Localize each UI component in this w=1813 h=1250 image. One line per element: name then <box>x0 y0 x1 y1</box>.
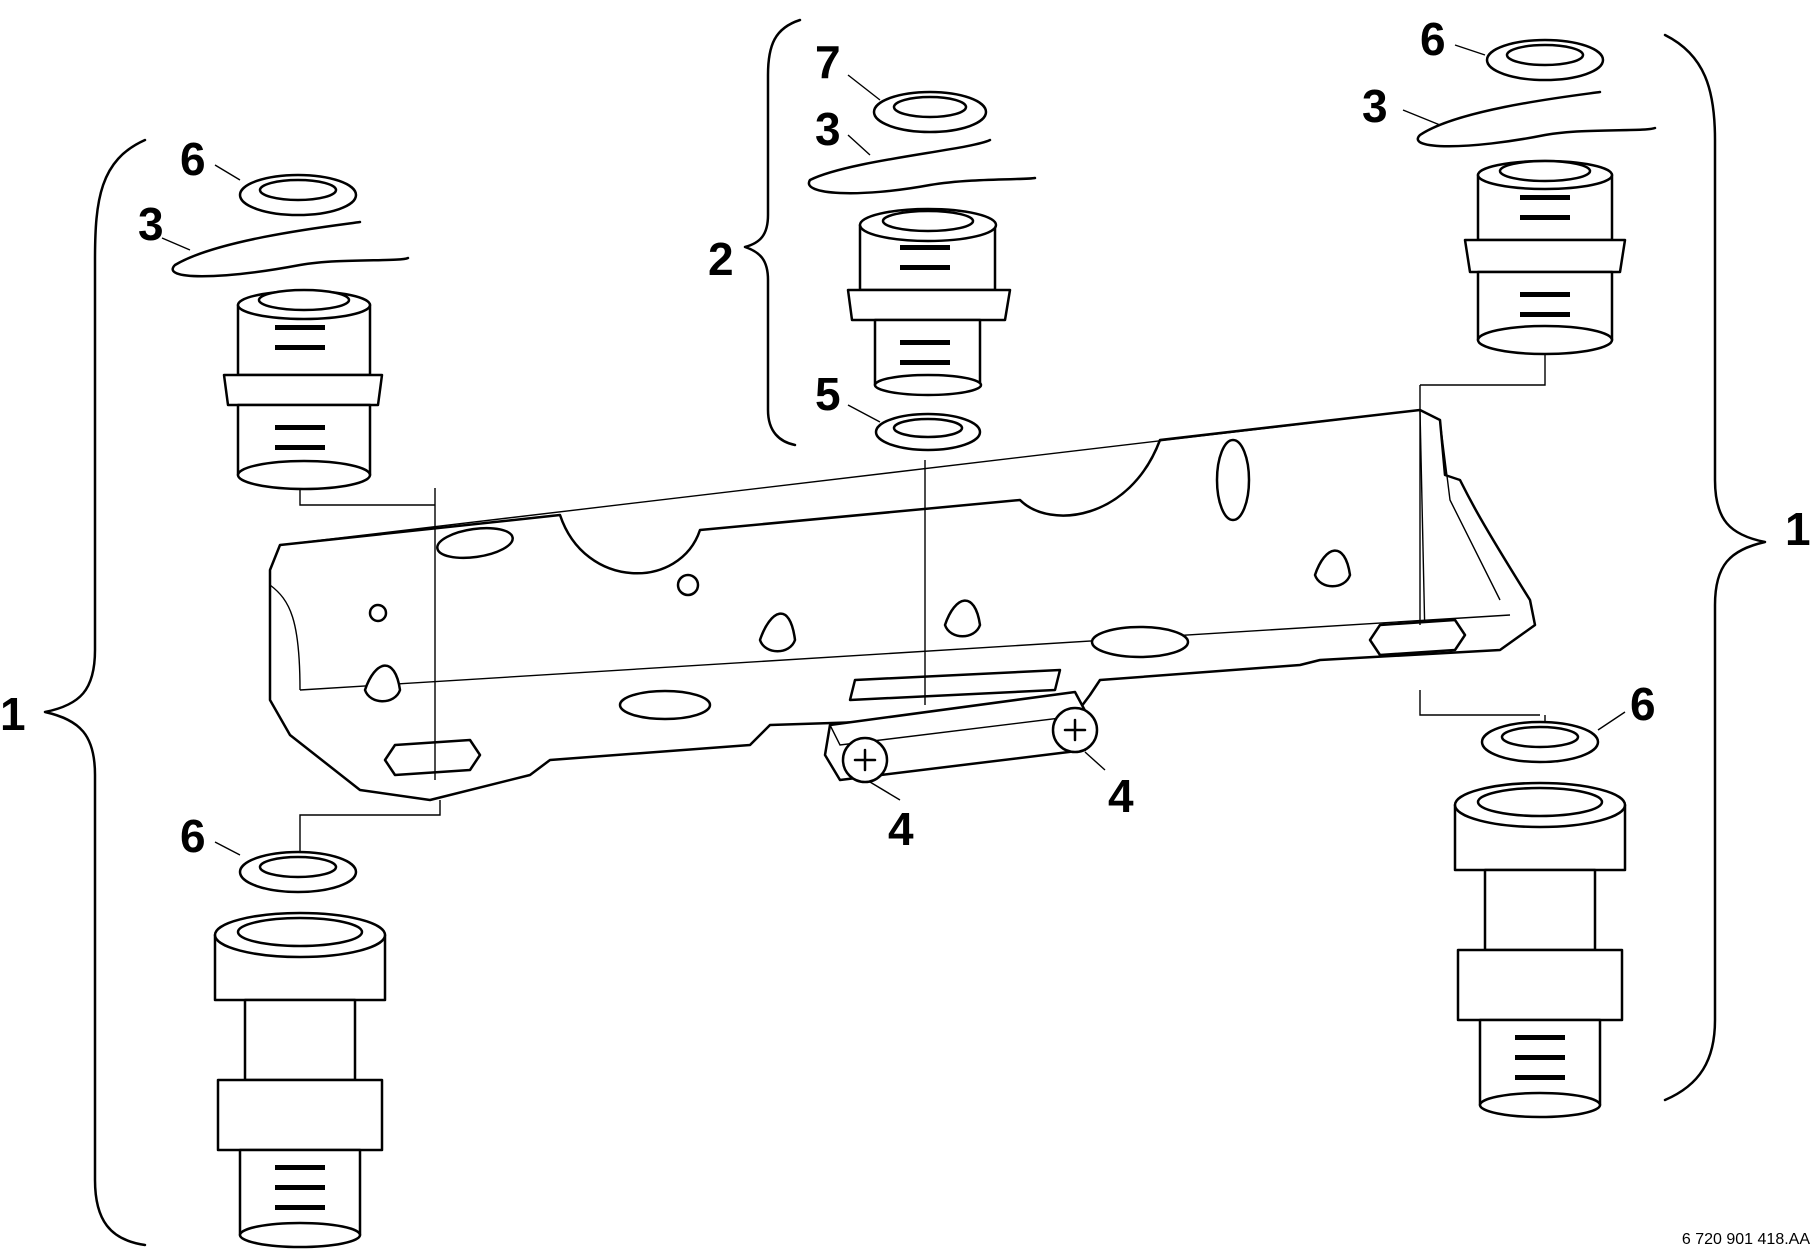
callout-center-group: 2 <box>708 233 734 285</box>
callout-screw-left: 4 <box>888 803 914 855</box>
callout-left-group: 1 <box>0 688 26 740</box>
right-retaining-clip <box>1416 90 1657 148</box>
right-washer-bottom <box>1480 720 1600 764</box>
left-washer-top <box>238 173 358 217</box>
mounting-rail <box>268 408 1537 802</box>
center-washer-bottom <box>874 412 982 452</box>
leader-lines <box>161 44 1626 856</box>
screw-right-head <box>1051 706 1099 754</box>
callout-left-clip: 3 <box>138 198 164 250</box>
assembly-axes <box>299 355 1546 865</box>
right-union-fitting <box>1453 781 1627 1119</box>
callout-left-washer-top: 6 <box>180 133 206 185</box>
left-washer-bottom <box>238 850 358 894</box>
center-retaining-clip <box>807 138 1037 195</box>
callout-right-washer-bottom: 6 <box>1630 678 1656 730</box>
callout-center-washer-bottom: 5 <box>815 368 841 420</box>
left-union-fitting <box>213 911 387 1249</box>
callout-right-clip: 3 <box>1362 80 1388 132</box>
right-washer-top <box>1485 38 1605 82</box>
callout-center-clip: 3 <box>815 103 841 155</box>
left-retaining-clip <box>171 220 410 278</box>
right-group-brace <box>1663 33 1767 1102</box>
center-group-brace <box>743 18 802 447</box>
callout-right-group: 1 <box>1785 503 1811 555</box>
drawing-code: 6 720 901 418.AA <box>1682 1231 1810 1248</box>
left-group-brace <box>43 138 147 1247</box>
callout-screw-right: 4 <box>1108 770 1134 822</box>
center-washer-top <box>872 90 988 134</box>
center-nipple <box>846 207 1012 397</box>
callout-right-washer-top: 6 <box>1420 13 1446 65</box>
right-union-nipple <box>1463 159 1627 356</box>
callout-left-washer-bottom: 6 <box>180 810 206 862</box>
callout-center-washer-top: 7 <box>815 36 841 88</box>
left-union-nipple <box>222 288 384 491</box>
screw-left-head <box>841 736 889 784</box>
